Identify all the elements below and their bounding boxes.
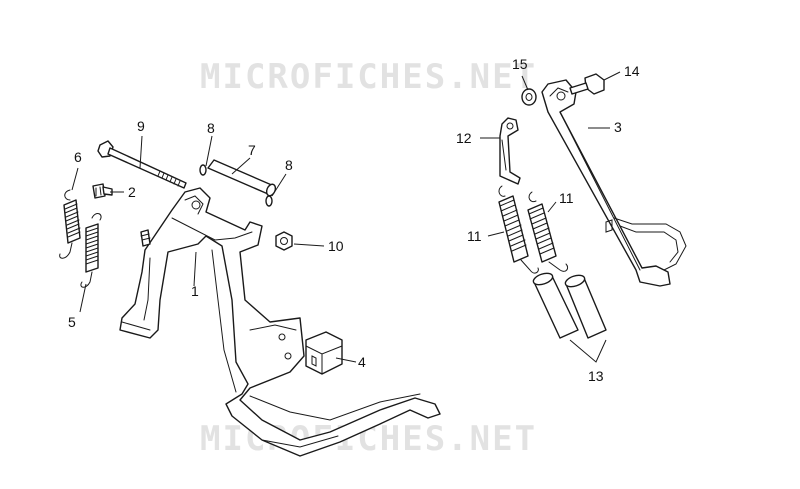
watermark-top: MICROFICHES.NET [200, 57, 537, 97]
grease-nipple [92, 183, 113, 199]
callout-4: 4 [358, 354, 366, 370]
callout-11-right: 11 [559, 190, 574, 206]
washer-lower [265, 195, 273, 207]
callout-5: 5 [68, 314, 76, 330]
spring-lower [80, 213, 102, 288]
spacer-tube [207, 159, 277, 197]
callout-8-upper: 8 [207, 120, 215, 136]
callout-12: 12 [456, 130, 472, 146]
pivot-bolt [569, 73, 605, 95]
callout-2: 2 [128, 184, 136, 200]
callout-10: 10 [328, 238, 344, 254]
side-stand [541, 79, 687, 287]
spring-bracket [499, 117, 521, 185]
callout-13: 13 [588, 368, 604, 384]
callout-8-lower: 8 [285, 157, 293, 173]
callout-7: 7 [248, 142, 256, 158]
washer-upper [199, 164, 207, 176]
callout-14: 14 [624, 63, 640, 79]
rubber-block [305, 331, 343, 375]
callout-3: 3 [614, 119, 622, 135]
side-spring-b [527, 191, 569, 272]
callout-11-left: 11 [467, 228, 482, 244]
side-spring-a [498, 185, 539, 274]
leader-lines [71, 71, 621, 363]
stand-stud [140, 229, 151, 247]
nut [275, 231, 293, 251]
center-stand [119, 187, 441, 457]
callout-9: 9 [137, 118, 145, 134]
spring-upper [59, 189, 81, 259]
sleeve-a [532, 272, 579, 339]
long-bolt [97, 140, 187, 189]
callout-15: 15 [512, 56, 528, 72]
sleeve-b [564, 274, 607, 339]
callout-6: 6 [74, 149, 82, 165]
pivot-washer [521, 88, 537, 106]
callout-1: 1 [191, 283, 199, 299]
